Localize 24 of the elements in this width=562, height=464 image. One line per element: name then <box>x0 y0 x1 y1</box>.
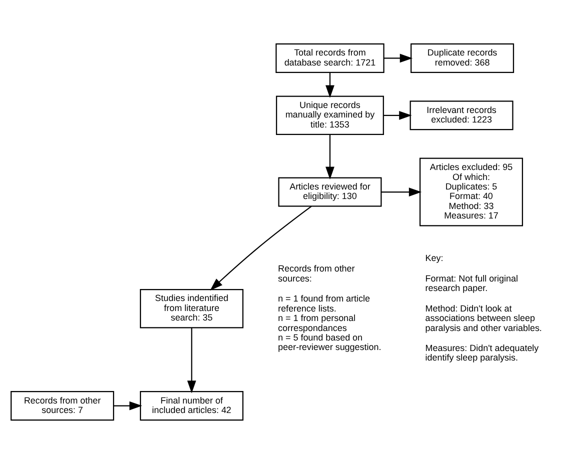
node-box: Irrelevant records excluded: 1223 <box>410 100 514 130</box>
node-box: Final number of included articles: 42 <box>140 391 244 421</box>
node-box: Duplicate records removed: 368 <box>410 43 514 73</box>
arrow <box>381 188 422 196</box>
label: Records from other sources: <box>278 264 355 284</box>
arrow <box>326 134 334 180</box>
arrow <box>384 54 413 63</box>
label: Format: Not full original research paper. <box>425 273 518 294</box>
arrow <box>384 110 412 120</box>
label: Method: Didn't look at associations between sleep paralysis and other variables. <box>425 303 542 333</box>
node-box: Studies indentified from literature search: 35 <box>140 289 244 328</box>
arrow <box>187 328 196 394</box>
arrow <box>210 206 312 290</box>
label: n = 5 found based on peer-reviewer suggestion. <box>278 332 382 352</box>
node-box: Unique records manually examined by title: 1353 <box>276 96 384 135</box>
label: n = 1 found from article reference lists. <box>278 294 370 314</box>
node-box: Articles reviewed for eligibility: 130 <box>278 177 382 207</box>
label: Measures: Didn't adequately identify sleep paralysis. <box>425 342 539 363</box>
node-box: Records from other sources: 7 <box>10 391 114 421</box>
arrow <box>326 72 334 98</box>
node-box: Articles excluded: 95 Of which: Duplicates: 5 Format: 40 Method: 33 Measures: 17 <box>419 158 524 226</box>
arrow <box>114 401 142 410</box>
node-box: Total records from database search: 1721 <box>276 43 384 73</box>
label: Key: <box>425 253 444 264</box>
